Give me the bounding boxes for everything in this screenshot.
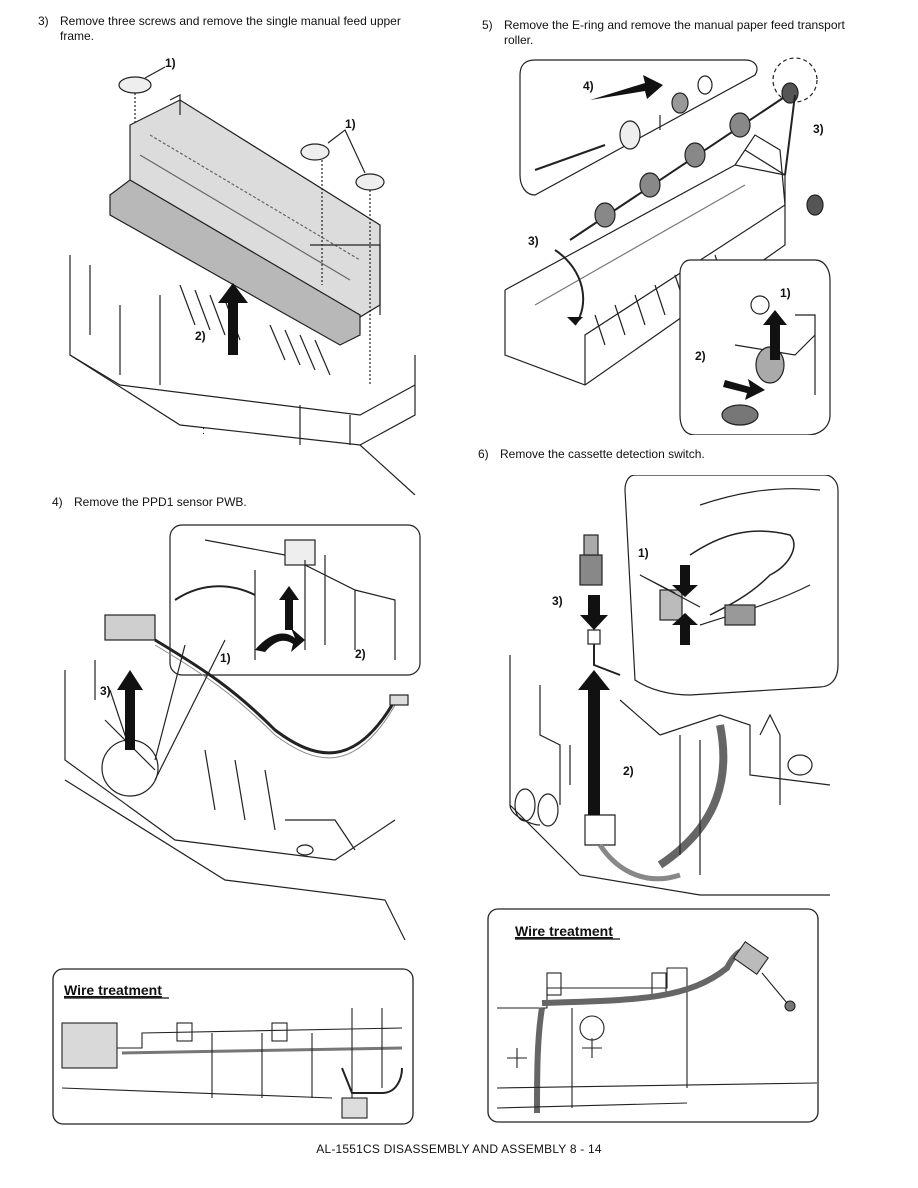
page-footer: AL-1551CS DISASSEMBLY AND ASSEMBLY 8 - 1… bbox=[316, 1142, 602, 1156]
wire-treatment-left: Wire treatment bbox=[52, 968, 414, 1125]
figure-upper-frame-removal: 1) 1) 2) bbox=[60, 55, 420, 495]
callout-roller-3b: 3) bbox=[528, 234, 539, 248]
callout-switch-3: 3) bbox=[552, 594, 563, 608]
callout-sensor-1: 1) bbox=[220, 651, 231, 665]
switch-illustration: 1) 3) 2) bbox=[509, 475, 839, 896]
callout-ering-1: 1) bbox=[780, 286, 791, 300]
wire-treatment-title-right: Wire treatment bbox=[515, 923, 613, 939]
step-number: 5) bbox=[482, 18, 493, 32]
callout-sensor-2: 2) bbox=[355, 647, 366, 661]
roller-illustration: 4) 3) 3) 1) 2) bbox=[504, 57, 831, 435]
step-text: Remove the PPD1 sensor PWB. bbox=[74, 495, 247, 509]
step-number: 3) bbox=[38, 14, 49, 28]
callout-switch-2: 2) bbox=[623, 764, 634, 778]
callout-screws: 1) bbox=[165, 56, 176, 70]
wire-treatment-title: Wire treatment bbox=[64, 982, 162, 998]
callout-switch-1: 1) bbox=[638, 546, 649, 560]
callout-ering-2: 2) bbox=[695, 349, 706, 363]
step-6: 6) Remove the cassette detection switch. bbox=[478, 447, 868, 462]
step-text: Remove the cassette detection switch. bbox=[500, 447, 705, 461]
step-4: 4) Remove the PPD1 sensor PWB. bbox=[52, 495, 442, 510]
figure-ppd1-sensor: 1) 2) 3) bbox=[55, 520, 425, 960]
step-text: Remove three screws and remove the singl… bbox=[60, 14, 401, 43]
wire-treatment-illustration-right: Wire treatment bbox=[487, 908, 819, 1123]
sensor-illustration: 1) 2) 3) bbox=[64, 524, 421, 941]
figure-cassette-switch: 1) 3) 2) bbox=[500, 475, 840, 905]
wire-treatment-right: Wire treatment bbox=[487, 908, 819, 1123]
callout-sensor-3: 3) bbox=[100, 684, 111, 698]
step-5: 5) Remove the E-ring and remove the manu… bbox=[482, 18, 877, 48]
callout-screws-right: 1) bbox=[345, 117, 356, 131]
figure-transport-roller: 4) 3) 3) 1) 2) bbox=[495, 55, 835, 435]
step-text: Remove the E-ring and remove the manual … bbox=[504, 18, 845, 47]
stray-mark: : bbox=[202, 425, 206, 437]
upper-frame-illustration: 1) 1) 2) bbox=[69, 56, 416, 495]
step-number: 6) bbox=[478, 447, 489, 461]
callout-roller-3a: 3) bbox=[813, 122, 824, 136]
wire-treatment-illustration: Wire treatment bbox=[52, 968, 414, 1125]
step-3: 3) Remove three screws and remove the si… bbox=[38, 14, 428, 44]
callout-frame: 2) bbox=[195, 329, 206, 343]
step-number: 4) bbox=[52, 495, 63, 509]
callout-ering-4: 4) bbox=[583, 79, 594, 93]
